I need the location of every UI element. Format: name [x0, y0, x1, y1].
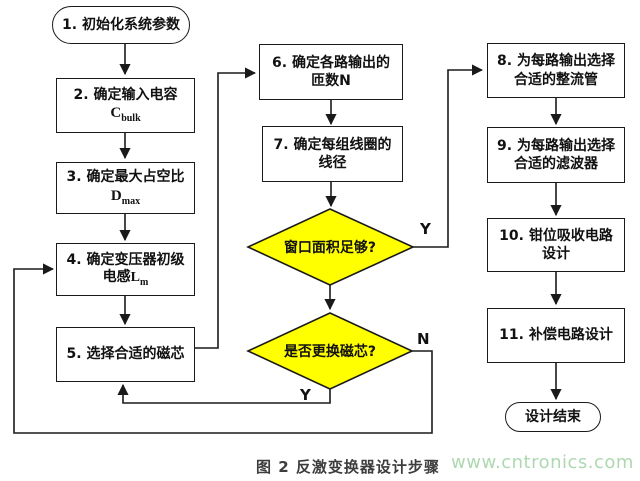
node-step9: 9. 为每路输出选择 合适的滤波器	[487, 127, 625, 183]
node-step2-line1: 2. 确定输入电容	[73, 86, 178, 103]
node-step11: 11. 补偿电路设计	[487, 308, 625, 363]
node-step7-line1: 7. 确定每组线圈的	[273, 136, 392, 153]
node-step7: 7. 确定每组线圈的 线径	[262, 126, 403, 182]
node-step10-line1: 10. 钳位吸收电路	[499, 227, 613, 244]
edge-step5-to-step6	[195, 67, 257, 349]
watermark-text: www.cntronics.com	[451, 452, 634, 473]
node-end-label: 设计结束	[525, 408, 581, 425]
node-decision-core-label: 是否更换磁芯?	[283, 344, 377, 360]
edge-label-window-yes: Y	[420, 220, 431, 238]
node-step5: 5. 选择合适的磁芯	[56, 327, 195, 382]
node-step7-line2: 线径	[318, 155, 347, 171]
node-step2: 2. 确定输入电容 Cbulk	[56, 78, 195, 133]
node-step3-symbol: Dmax	[110, 187, 141, 207]
node-step6-line2: 匝数N	[311, 73, 351, 89]
node-end: 设计结束	[505, 402, 601, 432]
node-step9-line1: 9. 为每路输出选择	[497, 137, 615, 154]
node-step4-line1: 4. 确定变压器初级	[66, 251, 185, 268]
node-start-label: 1. 初始化系统参数	[62, 16, 180, 33]
decision-window-shape	[246, 208, 415, 286]
node-step9-line2: 合适的滤波器	[514, 156, 598, 172]
node-step3-line1: 3. 确定最大占空比	[66, 169, 185, 186]
node-step11-label: 11. 补偿电路设计	[499, 327, 613, 344]
edge-decision-core-no-to-step4	[13, 263, 433, 434]
node-step2-symbol: Cbulk	[110, 105, 141, 125]
node-step8-line2: 合适的整流管	[514, 71, 598, 88]
node-step8-line1: 8. 为每路输出选择	[497, 53, 615, 70]
edge-label-core-yes: Y	[300, 386, 311, 404]
figure-caption: 图 2 反激变换器设计步骤	[256, 458, 440, 476]
node-step8: 8. 为每路输出选择 合适的整流管	[487, 43, 625, 98]
node-step5-label: 5. 选择合适的磁芯	[66, 346, 185, 363]
node-step10: 10. 钳位吸收电路 设计	[487, 218, 625, 272]
node-step3: 3. 确定最大占空比 Dmax	[56, 162, 195, 214]
node-start: 1. 初始化系统参数	[52, 6, 190, 44]
decision-core-shape	[246, 312, 414, 390]
node-step10-line2: 设计	[542, 246, 570, 262]
node-step6: 6. 确定各路输出的 匝数N	[259, 44, 403, 100]
node-decision-window-label: 窗口面积足够?	[283, 240, 377, 256]
edge-label-core-no: N	[417, 330, 430, 348]
edge-decision-window-yes-to-step8	[413, 64, 484, 248]
node-step4: 4. 确定变压器初级 电感Lm	[56, 243, 195, 296]
node-step4-line2: 电感Lm	[102, 269, 149, 288]
node-step6-line1: 6. 确定各路输出的	[272, 54, 390, 71]
edge-decision-core-yes-to-step5	[117, 383, 331, 404]
